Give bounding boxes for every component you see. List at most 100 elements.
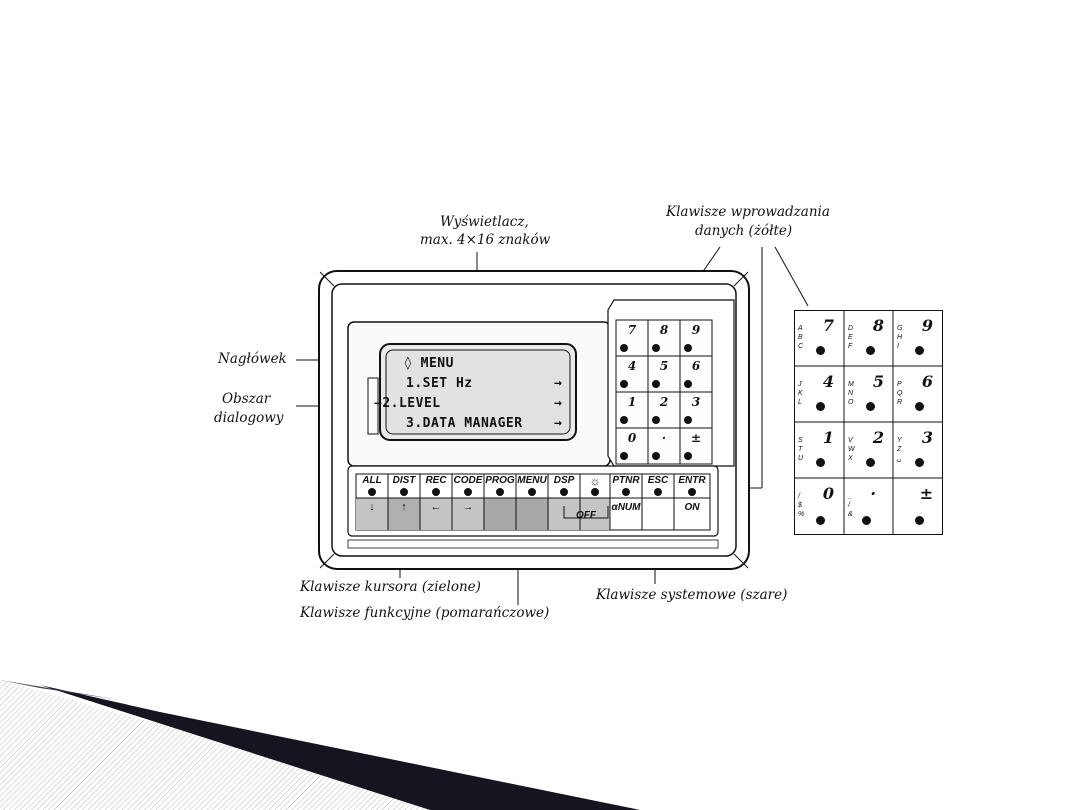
numpad-label: ± (690, 431, 702, 445)
display-caption-2: max. 4×16 znaków (420, 232, 551, 248)
big-key-dot[interactable]: _/&· (844, 478, 892, 534)
key-number: 6 (921, 372, 933, 391)
key-esc[interactable]: ESC (642, 474, 674, 530)
numpad-label: 5 (659, 359, 669, 373)
key-entr[interactable]: ENTR ON (674, 474, 710, 530)
key-label: REC (425, 475, 447, 486)
key-number: 5 (872, 372, 884, 391)
numpad-label: 2 (659, 395, 669, 409)
key-sub-label: → (462, 501, 474, 513)
numpad-label: 4 (627, 359, 637, 373)
numpad-key-dot[interactable]: · (648, 430, 680, 464)
dialog-area-caption-2: dialogowy (214, 410, 284, 426)
key-label: MENU (517, 475, 547, 486)
numpad-key-9[interactable]: 9 (680, 322, 712, 356)
numpad-label: 0 (627, 431, 637, 445)
key-sub-label: ↑ (401, 501, 407, 513)
lcd-arrow-3: → (554, 416, 563, 431)
key-number: 7 (822, 316, 834, 335)
key-code[interactable]: CODE → (452, 474, 484, 530)
numpad-key-4[interactable]: 4 (616, 358, 648, 392)
numpad-label: 1 (627, 395, 637, 409)
key-number: 9 (921, 316, 933, 335)
function-keys-caption: Klawisze funkcyjne (pomarańczowe) (300, 605, 550, 621)
data-keys-caption-2: danych (żółte) (695, 223, 793, 239)
key-letters: /$% (798, 493, 805, 518)
numpad-key-2[interactable]: 2 (648, 394, 680, 428)
key-number: 0 (822, 484, 834, 503)
numpad-label: 7 (627, 323, 637, 337)
key-label: PTNR (612, 475, 640, 486)
key-label: CODE (453, 475, 483, 486)
numpad-key-8[interactable]: 8 (648, 322, 680, 356)
key-sub-label: ON (684, 502, 700, 513)
key-prog[interactable]: PROG (484, 474, 516, 530)
numpad-key-7[interactable]: 7 (616, 322, 648, 356)
big-key-plusminus[interactable]: ± (893, 478, 941, 534)
key-dsp[interactable]: DSP (548, 474, 580, 530)
system-keys-caption: Klawisze systemowe (szare) (596, 587, 788, 603)
numpad-label: · (661, 431, 667, 445)
lcd-line-4: 3.DATA MANAGER (406, 416, 523, 431)
numpad-label: 8 (659, 323, 669, 337)
key-label: ESC (647, 475, 669, 486)
key-sub-label: ← (430, 501, 442, 513)
numpad-key-3[interactable]: 3 (680, 394, 712, 428)
numpad-label: 6 (691, 359, 701, 373)
numpad-key-0[interactable]: 0 (616, 430, 648, 464)
numpad-key-1[interactable]: 1 (616, 394, 648, 428)
light-icon: ☼ (589, 474, 601, 488)
key-rec[interactable]: REC ← (420, 474, 452, 530)
corner-decoration (0, 680, 640, 810)
lcd-line-1: ◊ MENU (404, 356, 454, 371)
numpad-key-5[interactable]: 5 (648, 358, 680, 392)
key-number: 2 (872, 428, 884, 447)
key-label: ALL (362, 475, 382, 486)
lcd-arrow-2: → (554, 396, 563, 411)
key-label: ENTR (678, 475, 706, 486)
big-key-0[interactable]: /$% 0 (794, 478, 842, 534)
key-number: · (870, 484, 876, 503)
key-sub-label: ↓ (369, 501, 375, 513)
numpad-label: 3 (691, 395, 701, 409)
off-label: OFF (576, 510, 596, 521)
cursor-keys-caption: Klawisze kursora (zielone) (300, 579, 481, 595)
key-all[interactable]: ALL ↓ (356, 474, 388, 530)
key-number: 4 (822, 372, 834, 391)
key-number: 3 (921, 428, 933, 447)
key-label: PROG (485, 475, 515, 486)
key-label: DSP (553, 475, 575, 486)
key-dist[interactable]: DIST ↑ (388, 474, 420, 530)
key-illumination[interactable]: ☼ (580, 474, 610, 530)
key-number: ± (919, 484, 933, 503)
data-keys-caption: Klawisze wprowadzania (666, 204, 830, 220)
numpad-key-plusminus[interactable]: ± (680, 430, 712, 464)
numpad-label: 9 (691, 323, 701, 337)
key-ptnr[interactable]: PTNR αNUM (610, 474, 642, 530)
key-sub-label: αNUM (611, 502, 641, 513)
display-caption: Wyświetlacz, (440, 214, 529, 230)
header-caption: Nagłówek (218, 351, 287, 367)
key-menu[interactable]: MENU (516, 474, 548, 530)
numpad-key-6[interactable]: 6 (680, 358, 712, 392)
dialog-area-caption: Obszar (222, 391, 271, 407)
